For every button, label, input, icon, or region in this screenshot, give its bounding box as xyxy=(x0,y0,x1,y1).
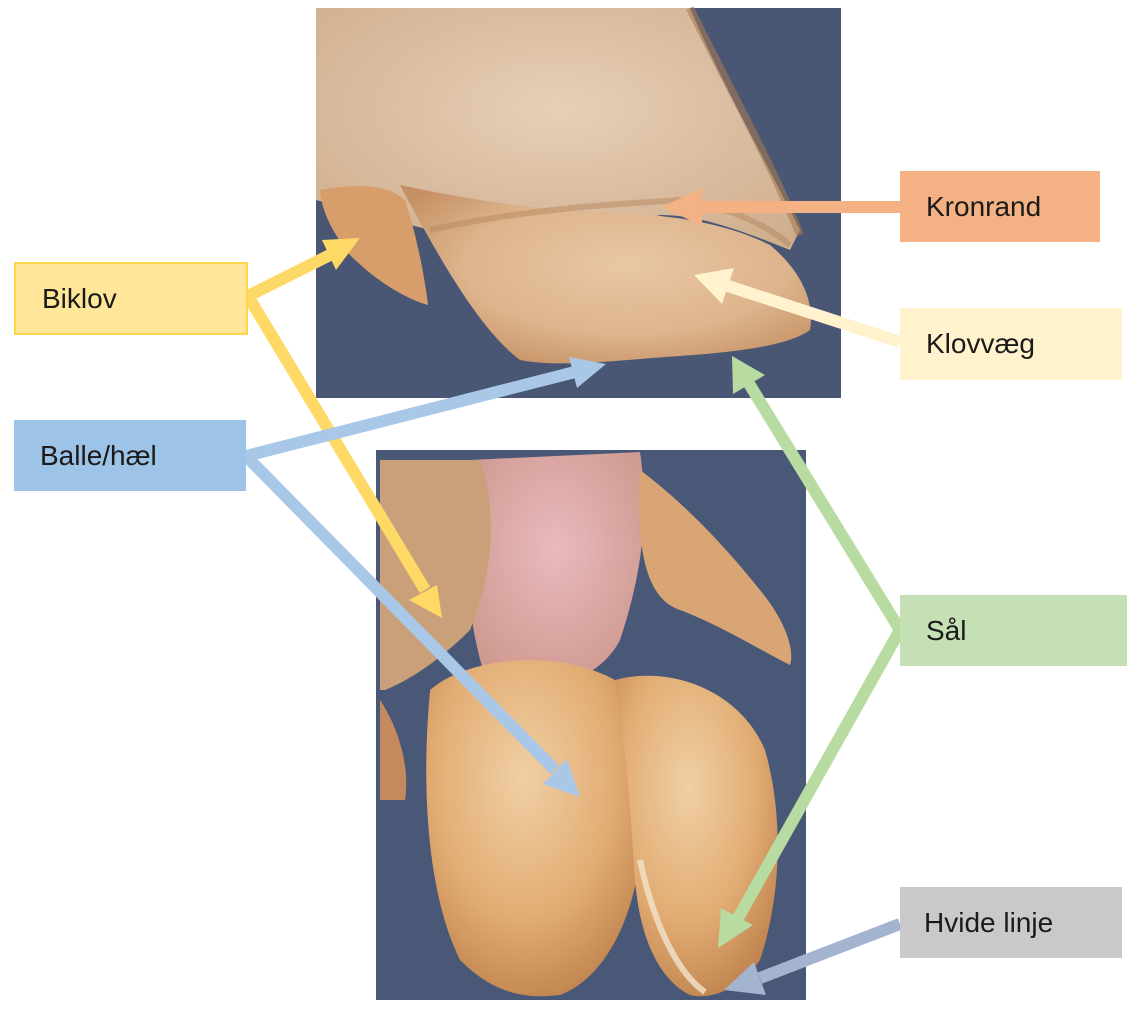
label-saal: Sål xyxy=(900,595,1127,666)
label-balle-hael: Balle/hæl xyxy=(14,420,246,491)
label-kronrand: Kronrand xyxy=(900,171,1100,242)
label-biklov: Biklov xyxy=(14,262,248,335)
label-klovvaeg: Klovvæg xyxy=(900,308,1122,380)
label-hvide-linje: Hvide linje xyxy=(900,887,1122,958)
